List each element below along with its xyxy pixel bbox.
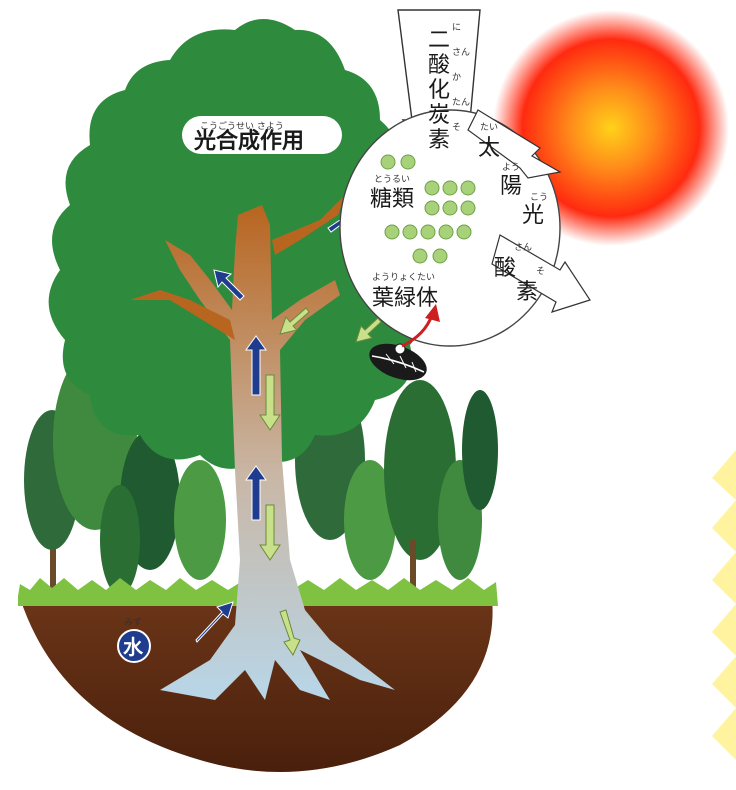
leaf-icon (369, 343, 427, 381)
sunlight-char: 光 (522, 203, 544, 228)
co2-ruby: そ (452, 122, 461, 133)
title-label: 光合成作用 (193, 128, 304, 154)
sunlight-char: 陽 (500, 174, 522, 199)
title-ruby: こうごうせい さよう (200, 120, 284, 132)
co2-ruby: に (452, 22, 461, 33)
right-branch (272, 195, 345, 255)
co2-label: 二 酸 化 炭 素 に さん か たん そ (428, 22, 470, 153)
up-arrow (213, 269, 245, 301)
chloroplast-ruby: ようりょくたい (372, 272, 435, 283)
downward-flow-arrows (259, 307, 382, 657)
sunlight-char: 太 (478, 136, 500, 161)
sugar-ruby: とうるい (374, 174, 410, 185)
co2-char: 酸 (428, 53, 450, 78)
svg-text:そ: そ (536, 266, 545, 277)
co2-char: 炭 (428, 103, 450, 128)
water-label: 水 (123, 635, 144, 659)
tree-trunk (160, 205, 395, 700)
oxygen-arrow (491, 234, 591, 313)
down-arrow (355, 317, 382, 343)
co2-ruby: さん (452, 47, 470, 58)
co2-char: 二 (428, 28, 450, 53)
sunlight-label: たい 太 よう 陽 こう 光 (478, 122, 548, 228)
co2-char: 素 (428, 128, 450, 153)
sunlight-arrow (467, 109, 562, 179)
oxygen-label: さん 酸 そ 素 (494, 242, 545, 305)
svg-text:よう: よう (502, 162, 520, 173)
zoom-arrowhead (425, 304, 440, 322)
down-arrow (279, 609, 301, 657)
up-arrow (245, 465, 267, 521)
zigzag-decoration (712, 450, 736, 760)
svg-text:たい: たい (480, 122, 498, 133)
oxygen-char: 素 (516, 280, 538, 305)
svg-text:さん: さん (514, 242, 532, 253)
oxygen-char: 酸 (494, 256, 516, 281)
down-arrow (279, 307, 310, 335)
co2-char: 化 (428, 78, 450, 103)
chloroplast-label: 葉緑体 (372, 286, 438, 311)
co2-ruby: たん (452, 97, 470, 108)
title-pill (182, 116, 342, 154)
water-ruby: みず (124, 617, 142, 628)
up-arrow (245, 335, 267, 396)
up-arrow (195, 601, 234, 643)
down-arrow (259, 504, 281, 561)
svg-text:こう: こう (530, 192, 548, 203)
chloroplast-dots (380, 154, 476, 264)
left-branch (130, 290, 235, 340)
co2-ruby: か (452, 72, 461, 83)
water-badge (117, 629, 151, 663)
down-arrow (259, 374, 281, 431)
sugar-label: 糖類 (370, 187, 414, 212)
